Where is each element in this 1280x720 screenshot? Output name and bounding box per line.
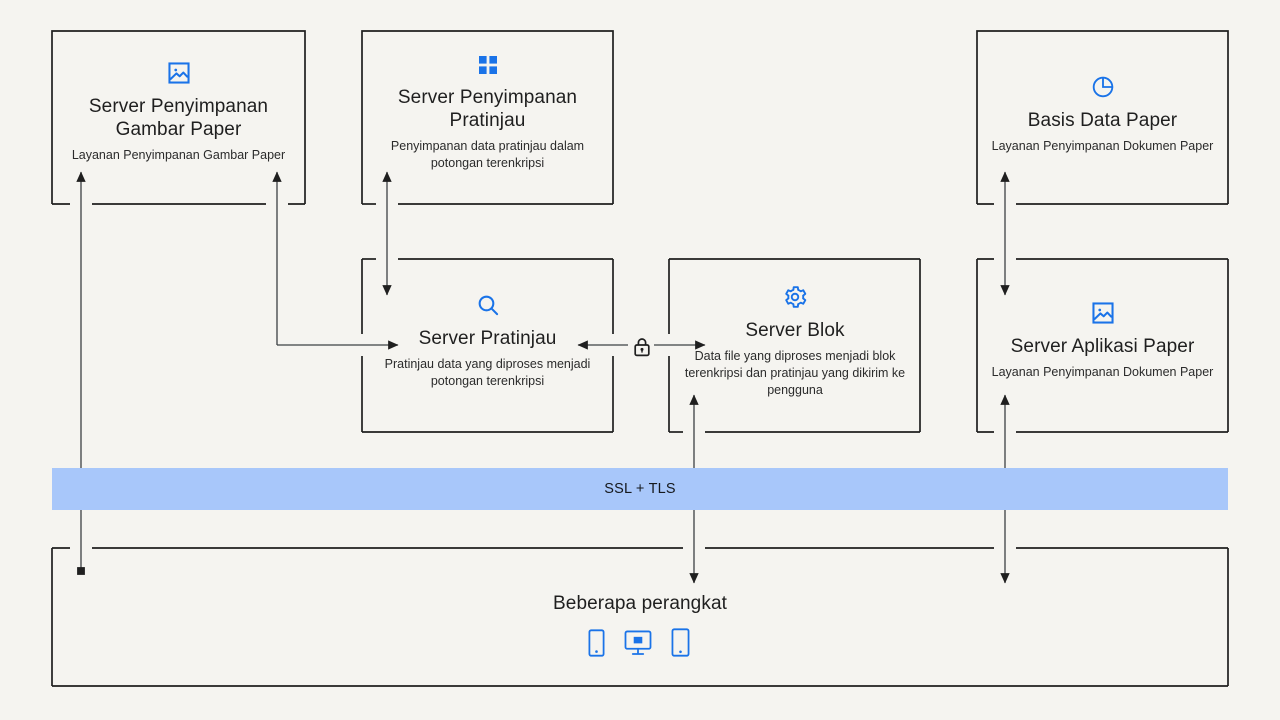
node-subtitle: Layanan Penyimpanan Gambar Paper	[71, 148, 286, 162]
node-subtitle: Layanan Penyimpanan Dokumen Paper	[991, 365, 1214, 379]
node-title: Basis Data Paper	[1027, 110, 1178, 131]
devices-title: Beberapa perangkat	[553, 593, 727, 614]
grid-icon	[476, 53, 500, 77]
node-subtitle: Pratinjau data yang diproses menjadi pot…	[384, 357, 591, 388]
image-icon	[166, 60, 192, 86]
mobile-phone-icon	[588, 629, 605, 657]
node-paper-app-server[interactable]: Server Aplikasi Paper Layanan Penyimpana…	[977, 300, 1228, 381]
node-title: Server Blok	[745, 320, 845, 341]
node-subtitle: Layanan Penyimpanan Dokumen Paper	[991, 139, 1214, 153]
devices-icon-row	[588, 628, 690, 657]
pie-chart-icon	[1090, 74, 1116, 100]
node-block-server[interactable]: Server Blok Data file yang diproses menj…	[680, 284, 910, 399]
node-subtitle: Data file yang diproses menjadi blok ter…	[684, 349, 906, 397]
node-paper-database[interactable]: Basis Data Paper Layanan Penyimpanan Dok…	[977, 74, 1228, 155]
node-subtitle: Penyimpanan data pratinjau dalam potonga…	[390, 139, 585, 170]
node-title: Server Aplikasi Paper	[1010, 336, 1195, 357]
node-title: Server Pratinjau	[418, 328, 557, 349]
image-icon	[1090, 300, 1116, 326]
node-title: Server Penyimpanan Gambar Paper	[88, 96, 269, 140]
ssl-tls-band: SSL + TLS	[52, 468, 1228, 510]
node-title: Server Penyimpanan Pratinjau	[397, 87, 578, 131]
node-preview-server[interactable]: Server Pratinjau Pratinjau data yang dip…	[372, 292, 603, 390]
tablet-icon	[671, 628, 690, 657]
ssl-tls-label: SSL + TLS	[604, 481, 676, 497]
node-image-storage-server[interactable]: Server Penyimpanan Gambar Paper Layanan …	[52, 60, 305, 164]
lock-icon	[630, 334, 654, 360]
node-preview-storage-server[interactable]: Server Penyimpanan Pratinjau Penyimpanan…	[370, 53, 605, 172]
gear-icon	[782, 284, 808, 310]
outline-devices-container	[51, 547, 1229, 687]
desktop-monitor-icon	[624, 629, 652, 657]
search-icon	[475, 292, 501, 318]
